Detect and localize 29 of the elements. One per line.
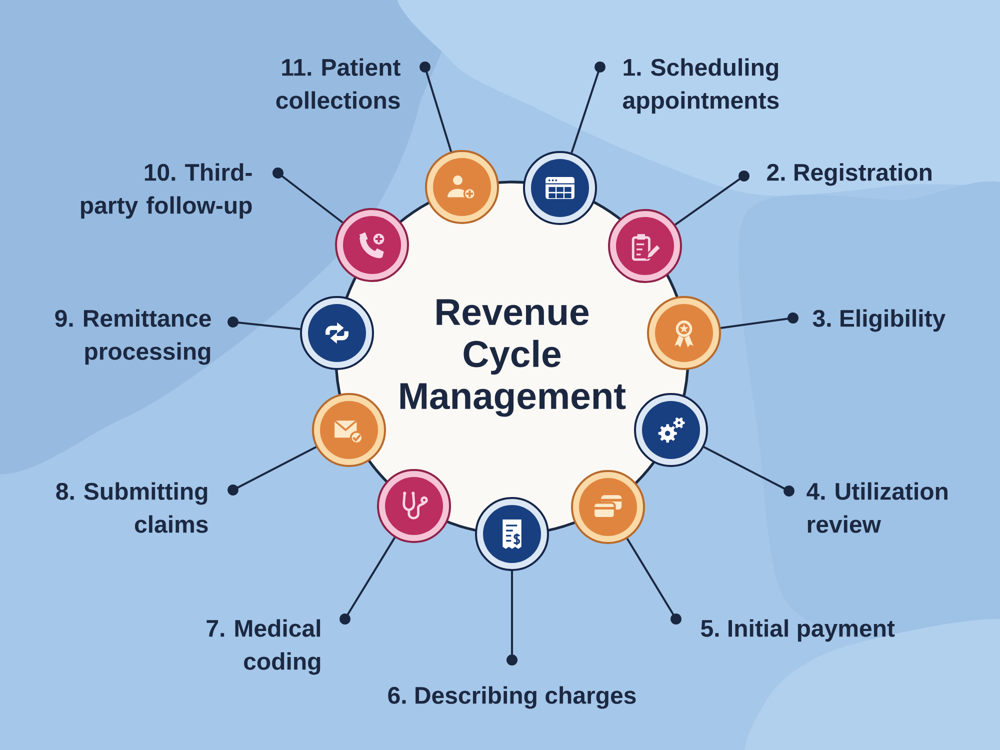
step-circle (377, 469, 451, 543)
step-label: 10. Third-party follow-up (81, 163, 252, 219)
leader-line (272, 168, 344, 224)
step-label: 6. Describing charges (388, 686, 636, 709)
step-circle (300, 296, 374, 370)
step-label: 3. Eligibility (812, 309, 946, 332)
leader-line (506, 571, 518, 666)
leader-line (228, 316, 300, 330)
step-label: 7. Medical coding (206, 619, 320, 675)
leader-line (720, 312, 798, 329)
step-circle (647, 296, 721, 370)
leader-line (420, 62, 452, 152)
step-label: 9. Remittance processing (55, 309, 211, 365)
step-label: 2. Registration (767, 163, 932, 186)
step-circle (312, 393, 386, 467)
leader-line (340, 537, 396, 624)
step-label: 4. Utilization review (806, 482, 948, 533)
leader-line (626, 538, 682, 624)
step-circle (335, 208, 409, 282)
step-circle (425, 150, 499, 224)
leader-line (703, 446, 794, 496)
step-label: 11. Patient collections (276, 58, 400, 109)
step-label: 5. Initial payment (701, 619, 895, 642)
step-label: 1. Scheduling appointments (622, 58, 779, 114)
step-circle (634, 393, 708, 467)
step-label: 8. Submitting claims (56, 482, 208, 533)
leader-line (228, 446, 317, 496)
leader-line (674, 170, 750, 226)
leader-line (570, 62, 606, 154)
